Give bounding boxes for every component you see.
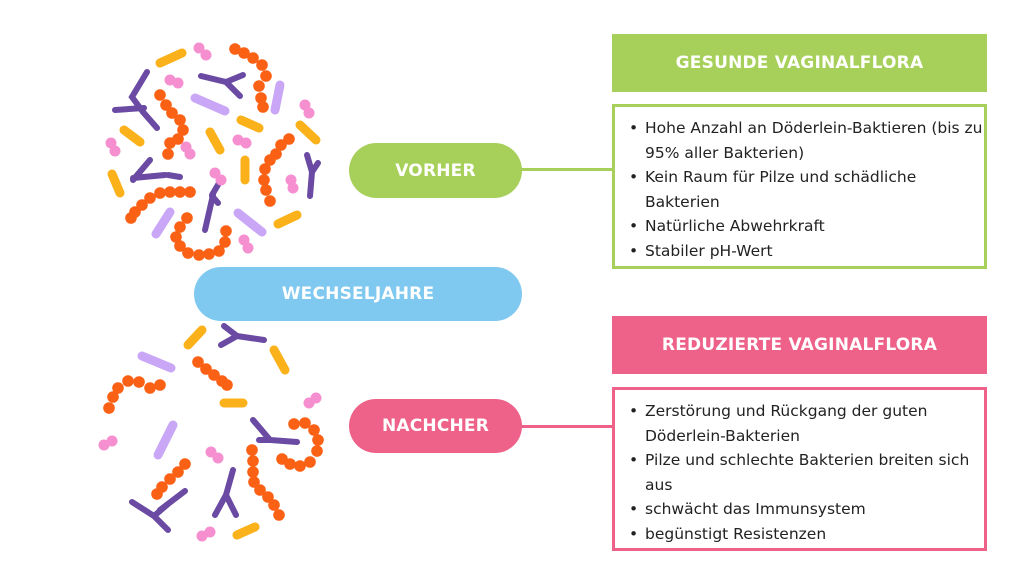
healthy-bacteria-cluster-icon bbox=[105, 42, 321, 261]
list-item-text: begünstigt Resistenzen bbox=[645, 524, 827, 543]
reduced-bacteria-cluster-icon bbox=[98, 323, 324, 542]
list-item-text: Natürliche Abwehrkraft bbox=[645, 217, 825, 235]
bullet-icon: • bbox=[629, 168, 639, 186]
connector-before-line bbox=[520, 168, 615, 171]
list-item: • schwächt das Immunsystem bbox=[629, 497, 984, 522]
healthy-flora-box: • Hohe Anzahl an Döderlein-Baktieren (bis… bbox=[612, 104, 987, 269]
list-item-text: Kein Raum für Pilze und schädliche Bakte… bbox=[645, 168, 917, 211]
list-item: • Zerstörung und Rückgang der guten Döder… bbox=[629, 399, 984, 448]
bullet-icon: • bbox=[629, 402, 639, 420]
list-item-text: Pilze und schlechte Bakterien breiten si… bbox=[645, 451, 970, 494]
list-item: • begünstigt Resistenzen bbox=[629, 522, 984, 547]
connector-after-line bbox=[520, 425, 615, 428]
list-item: • Hohe Anzahl an Döderlein-Baktieren (bis… bbox=[629, 116, 984, 165]
list-item-text: schwächt das Immunsystem bbox=[645, 500, 866, 518]
before-label: VORHER bbox=[349, 143, 522, 198]
reduced-flora-list: • Zerstörung und Rückgang der guten Döder… bbox=[615, 390, 984, 546]
healthy-flora-title: GESUNDE VAGINALFLORA bbox=[675, 53, 924, 73]
after-label: NACHCHER bbox=[349, 399, 522, 453]
list-item-text: Zerstörung und Rückgang der guten Döderl… bbox=[645, 402, 928, 445]
list-item-text: Hohe Anzahl an Döderlein-Baktieren (bis … bbox=[645, 119, 983, 162]
bullet-icon: • bbox=[629, 119, 639, 137]
after-label-text: NACHCHER bbox=[381, 416, 490, 436]
bullet-icon: • bbox=[629, 241, 639, 260]
menopause-label: WECHSELJAHRE bbox=[194, 267, 522, 321]
healthy-flora-header: GESUNDE VAGINALFLORA bbox=[612, 34, 987, 92]
list-item: • Stabiler pH-Wert bbox=[629, 239, 984, 264]
list-item: • Natürliche Abwehrkraft bbox=[629, 214, 984, 239]
list-item-text: Stabiler pH-Wert bbox=[645, 241, 773, 260]
before-label-text: VORHER bbox=[395, 160, 476, 181]
reduced-flora-title: REDUZIERTE VAGINALFLORA bbox=[661, 335, 938, 355]
bullet-icon: • bbox=[629, 217, 639, 235]
list-item: • Pilze und schlechte Bakterien breiten s… bbox=[629, 448, 984, 497]
bullet-icon: • bbox=[629, 500, 639, 518]
bullet-icon: • bbox=[629, 524, 639, 543]
list-item: • Kein Raum für Pilze und schädliche Bakt… bbox=[629, 165, 984, 214]
menopause-label-text: WECHSELJAHRE bbox=[281, 284, 435, 304]
bullet-icon: • bbox=[629, 451, 639, 469]
healthy-flora-list: • Hohe Anzahl an Döderlein-Baktieren (bis… bbox=[615, 107, 984, 263]
reduced-flora-header: REDUZIERTE VAGINALFLORA bbox=[612, 316, 987, 374]
reduced-flora-box: • Zerstörung und Rückgang der guten Döder… bbox=[612, 387, 987, 551]
